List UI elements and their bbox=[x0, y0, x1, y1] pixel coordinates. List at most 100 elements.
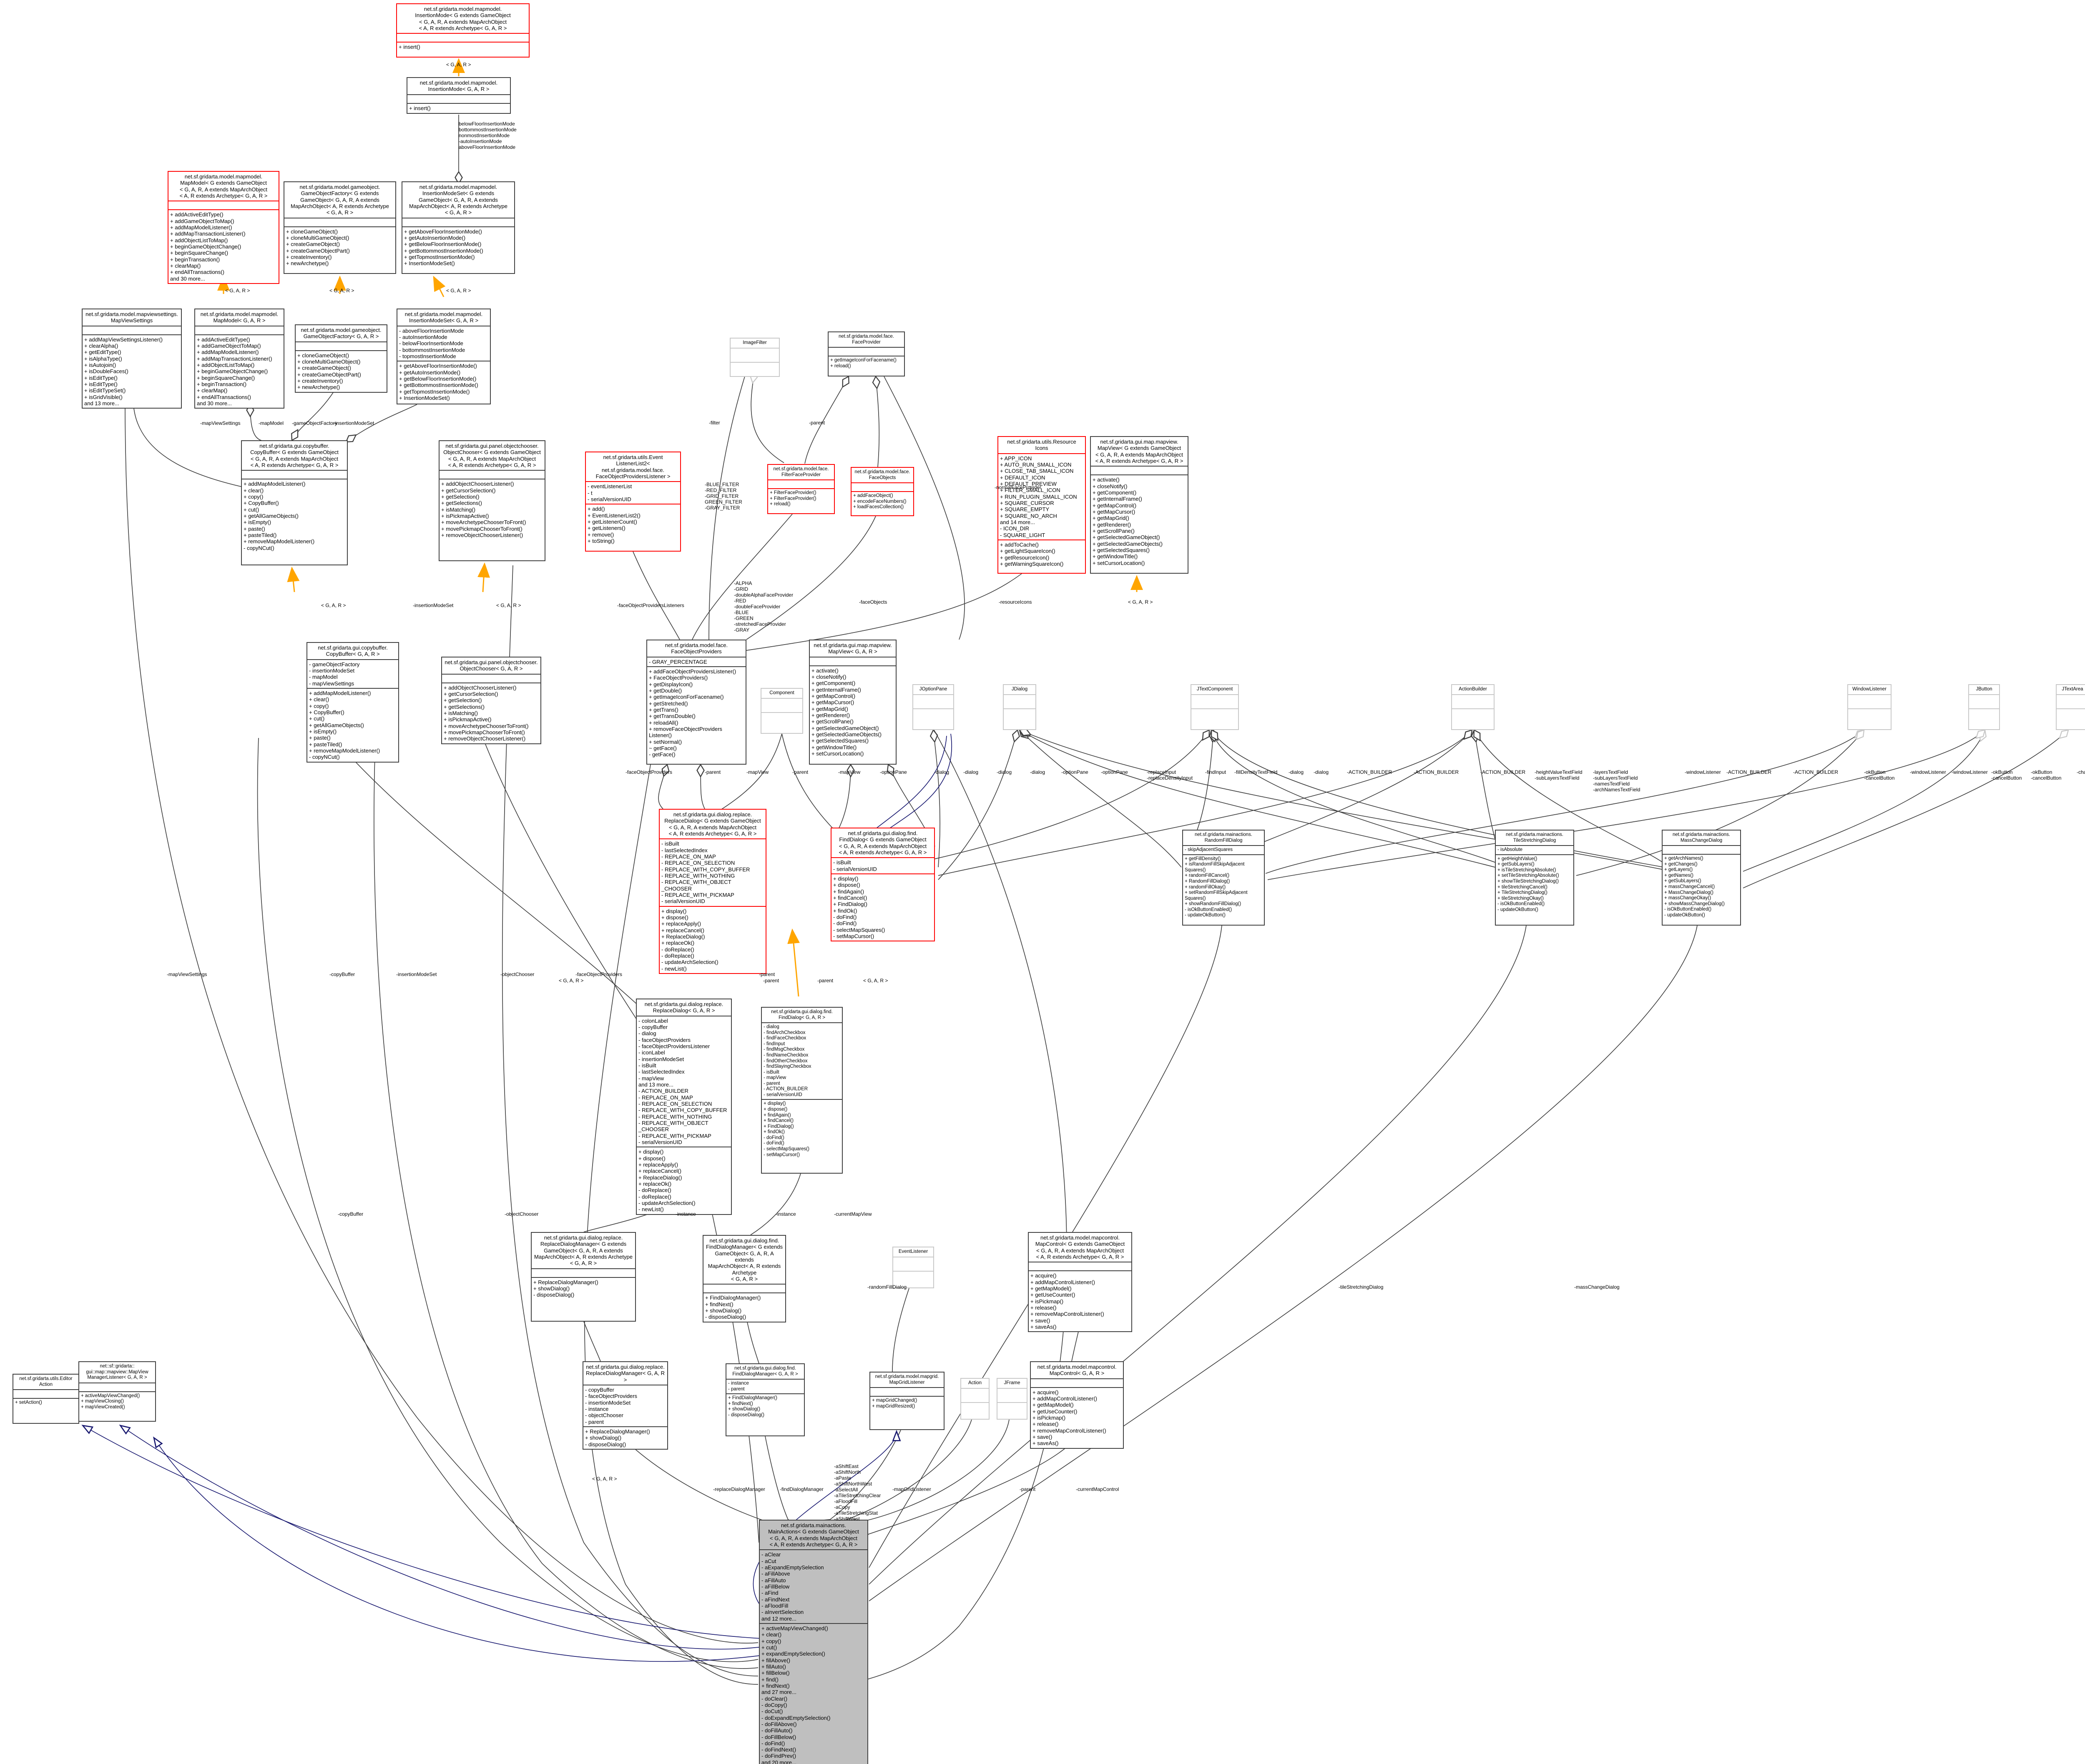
uml-class-node[interactable]: net.sf.gridarta.gui.panel.objectchooser.… bbox=[439, 440, 545, 561]
uml-class-node[interactable]: net.sf.gridarta.model.mapmodel. Insertio… bbox=[407, 77, 511, 114]
class-title: net.sf.gridarta.mainactions. RandomFillD… bbox=[1194, 832, 1253, 843]
edge-label: < G, A, R > bbox=[225, 288, 250, 294]
class-title: net.sf.gridarta.gui.dialog.find. FindDia… bbox=[839, 830, 927, 856]
class-title: JDialog bbox=[1011, 687, 1028, 692]
uml-class-node[interactable]: JFrame bbox=[997, 1378, 1027, 1420]
edge-label: -windowListener bbox=[1952, 769, 1988, 775]
edge-label: -instance bbox=[676, 1211, 696, 1217]
class-title: net.sf.gridarta.utils.Resource Icons bbox=[1007, 439, 1076, 452]
class-attributes: - eventListenerList - t - serialVersionU… bbox=[586, 481, 680, 504]
uml-class-node[interactable]: net.sf.gridarta.gui.panel.objectchooser.… bbox=[441, 657, 541, 744]
edge-label: -parent bbox=[763, 978, 779, 984]
uml-class-node[interactable]: ActionBuilder bbox=[1451, 684, 1495, 730]
uml-class-node[interactable]: net.sf.gridarta.utils.Editor Action+ set… bbox=[13, 1374, 79, 1424]
uml-class-node[interactable]: net.sf.gridarta.gui.dialog.find. FindDia… bbox=[761, 1007, 843, 1174]
uml-class-node[interactable]: net.sf.gridarta.utils.Event ListenerList… bbox=[585, 452, 681, 552]
uml-class-node[interactable]: net.sf.gridarta.mainactions. MainActions… bbox=[759, 1520, 868, 1764]
uml-class-node[interactable]: net.sf.gridarta.gui.copybuffer. CopyBuff… bbox=[306, 642, 399, 763]
class-attributes bbox=[829, 347, 904, 356]
uml-class-node[interactable]: net.sf.gridarta.model.face. FaceObjectPr… bbox=[646, 640, 746, 765]
uml-class-node[interactable]: Action bbox=[960, 1378, 990, 1420]
uml-class-node[interactable]: net.sf.gridarta.model.face. FilterFacePr… bbox=[767, 464, 835, 514]
class-operations: + FindDialogManager() + findNext() + sho… bbox=[726, 1393, 804, 1419]
uml-class-node[interactable]: net.sf.gridarta.gui.dialog.replace. Repl… bbox=[636, 999, 732, 1215]
uml-class-node[interactable]: net.sf.gridarta.model.mapmodel. Insertio… bbox=[402, 181, 515, 274]
uml-class-node[interactable]: net::sf::gridarta:: gui::map::mapview::M… bbox=[78, 1361, 156, 1422]
uml-class-node[interactable]: net.sf.gridarta.model.mapmodel. MapModel… bbox=[194, 309, 284, 409]
uml-class-node[interactable]: net.sf.gridarta.mainactions. RandomFillD… bbox=[1182, 830, 1265, 926]
class-title: net.sf.gridarta.gui.panel.objectchooser.… bbox=[443, 443, 541, 468]
uml-class-node[interactable]: net.sf.gridarta.gui.dialog.replace. Repl… bbox=[531, 1232, 636, 1322]
uml-class-node[interactable]: net.sf.gridarta.model.mapmodel. Insertio… bbox=[396, 3, 530, 58]
class-operations: + addMapViewSettingsListener() + clearAl… bbox=[83, 334, 181, 408]
edge-label: -dialog bbox=[963, 769, 979, 775]
uml-class-node[interactable]: net.sf.gridarta.model.face. FaceObjects+… bbox=[851, 467, 914, 516]
uml-class-node[interactable]: net.sf.gridarta.model.mapcontrol. MapCon… bbox=[1030, 1361, 1124, 1449]
edge-label: -optionPane bbox=[1061, 769, 1088, 775]
class-operations: + addMapModelListener() + clear() + copy… bbox=[307, 688, 398, 762]
uml-class-node[interactable]: net.sf.gridarta.model.gameobject. GameOb… bbox=[284, 181, 396, 274]
uml-class-node[interactable]: net.sf.gridarta.gui.dialog.find. FindDia… bbox=[831, 828, 935, 942]
edge-label: -parent bbox=[1020, 1486, 1036, 1492]
class-attributes bbox=[168, 201, 279, 209]
class-operations: + getAboveFloorInsertionMode() + getAuto… bbox=[397, 361, 490, 402]
edge-label: < G, A, R > bbox=[446, 62, 471, 68]
class-attributes bbox=[397, 33, 529, 42]
uml-class-node[interactable]: JTextComponent bbox=[1191, 684, 1239, 730]
edge-label: -faceObjectProviders bbox=[626, 769, 673, 775]
class-title: net.sf.gridarta.gui.dialog.replace. Repl… bbox=[644, 1001, 723, 1014]
edge-label: -currentMapControl bbox=[1076, 1486, 1119, 1492]
class-operations bbox=[913, 708, 953, 723]
class-operations: + addFaceObjectProvidersListener() + Fac… bbox=[647, 666, 746, 759]
uml-class-node[interactable]: net.sf.gridarta.model.face. FaceProvider… bbox=[828, 331, 905, 376]
class-operations: + add() + EventListenerList2() + getList… bbox=[586, 504, 680, 545]
uml-class-node[interactable]: WindowListener bbox=[1847, 684, 1892, 730]
uml-class-node[interactable]: net.sf.gridarta.gui.copybuffer. CopyBuff… bbox=[241, 440, 348, 565]
class-title: net.sf.gridarta.model.mapmodel. Insertio… bbox=[404, 311, 483, 324]
class-operations: + getArchNames() + getChanges() + getLay… bbox=[1663, 854, 1740, 919]
edge-label: -parent bbox=[705, 769, 721, 775]
uml-class-node[interactable]: net.sf.gridarta.utils.Resource Icons+ AP… bbox=[997, 436, 1086, 574]
class-operations: + addToCache() + getLightSquareIcon() + … bbox=[998, 539, 1085, 568]
uml-class-node[interactable]: Component bbox=[761, 688, 803, 734]
uml-class-node[interactable]: net.sf.gridarta.gui.dialog.replace. Repl… bbox=[659, 809, 766, 974]
uml-class-node[interactable]: net.sf.gridarta.gui.dialog.find. FindDia… bbox=[726, 1363, 805, 1436]
uml-class-node[interactable]: JButton bbox=[1968, 684, 2000, 730]
uml-class-node[interactable]: net.sf.gridarta.model.mapmodel. Insertio… bbox=[397, 309, 491, 404]
uml-class-node[interactable]: net.sf.gridarta.gui.map.mapview. MapView… bbox=[1090, 436, 1188, 574]
class-title: net.sf.gridarta.gui.map.mapview. MapView… bbox=[814, 642, 892, 655]
class-operations: + display() + dispose() + findAgain() + … bbox=[831, 873, 934, 941]
uml-class-node[interactable]: net.sf.gridarta.model.mapcontrol. MapCon… bbox=[1028, 1232, 1132, 1332]
uml-class-node[interactable]: JTextArea bbox=[2056, 684, 2085, 730]
uml-class-node[interactable]: net.sf.gridarta.mainactions. MassChangeD… bbox=[1662, 830, 1741, 926]
class-operations: + addObjectChooserListener() + getCursor… bbox=[442, 682, 540, 743]
uml-class-node[interactable]: net.sf.gridarta.model.mapviewsettings. M… bbox=[82, 309, 182, 409]
class-attributes: - isBuilt - lastSelectedIndex - REPLACE_… bbox=[660, 838, 766, 906]
edge-label: -parent bbox=[759, 971, 775, 977]
uml-class-node[interactable]: net.sf.gridarta.mainactions. TileStretch… bbox=[1495, 830, 1574, 926]
uml-class-node[interactable]: net.sf.gridarta.model.mapgrid. MapGridLi… bbox=[869, 1372, 945, 1430]
class-operations: + cloneGameObject() + cloneMultiGameObje… bbox=[296, 350, 387, 392]
edge-label: -BLUE_FILTER -RED_FILTER -GRID_FILTER GR… bbox=[705, 482, 742, 511]
uml-class-node[interactable]: JOptionPane bbox=[912, 684, 954, 730]
uml-class-node[interactable]: EventListener bbox=[892, 1247, 934, 1288]
uml-class-node[interactable]: JDialog bbox=[1003, 684, 1036, 730]
uml-class-node[interactable]: net.sf.gridarta.gui.map.mapview. MapView… bbox=[809, 640, 897, 765]
uml-class-node[interactable]: net.sf.gridarta.model.mapmodel. MapModel… bbox=[168, 171, 279, 284]
edge-label: -mapView bbox=[838, 769, 861, 775]
class-attributes bbox=[1191, 694, 1238, 708]
edge-label: -dialog bbox=[1314, 769, 1329, 775]
edge-label: -copyBuffer bbox=[338, 1211, 364, 1217]
uml-class-node[interactable]: net.sf.gridarta.model.gameobject. GameOb… bbox=[295, 324, 387, 393]
uml-class-node[interactable]: net.sf.gridarta.gui.dialog.find. FindDia… bbox=[703, 1235, 786, 1322]
class-title: net.sf.gridarta.gui.dialog.replace. Repl… bbox=[534, 1235, 633, 1267]
uml-class-node[interactable]: net.sf.gridarta.gui.dialog.replace. Repl… bbox=[583, 1361, 668, 1450]
edge-label: belowFloorInsertionMode bottommostInsert… bbox=[459, 121, 517, 150]
class-title: net.sf.gridarta.model.mapviewsettings. M… bbox=[85, 311, 178, 324]
class-title: net.sf.gridarta.model.gameobject. GameOb… bbox=[291, 184, 389, 216]
class-attributes: - isAbsolute bbox=[1496, 845, 1573, 854]
class-title: ActionBuilder bbox=[1459, 687, 1487, 692]
class-attributes: - aClear - aCut - aExpandEmptySelection … bbox=[760, 1549, 867, 1623]
uml-class-node[interactable]: ImageFilter bbox=[730, 338, 780, 377]
class-attributes: - isBuilt - serialVersionUID bbox=[831, 857, 934, 873]
